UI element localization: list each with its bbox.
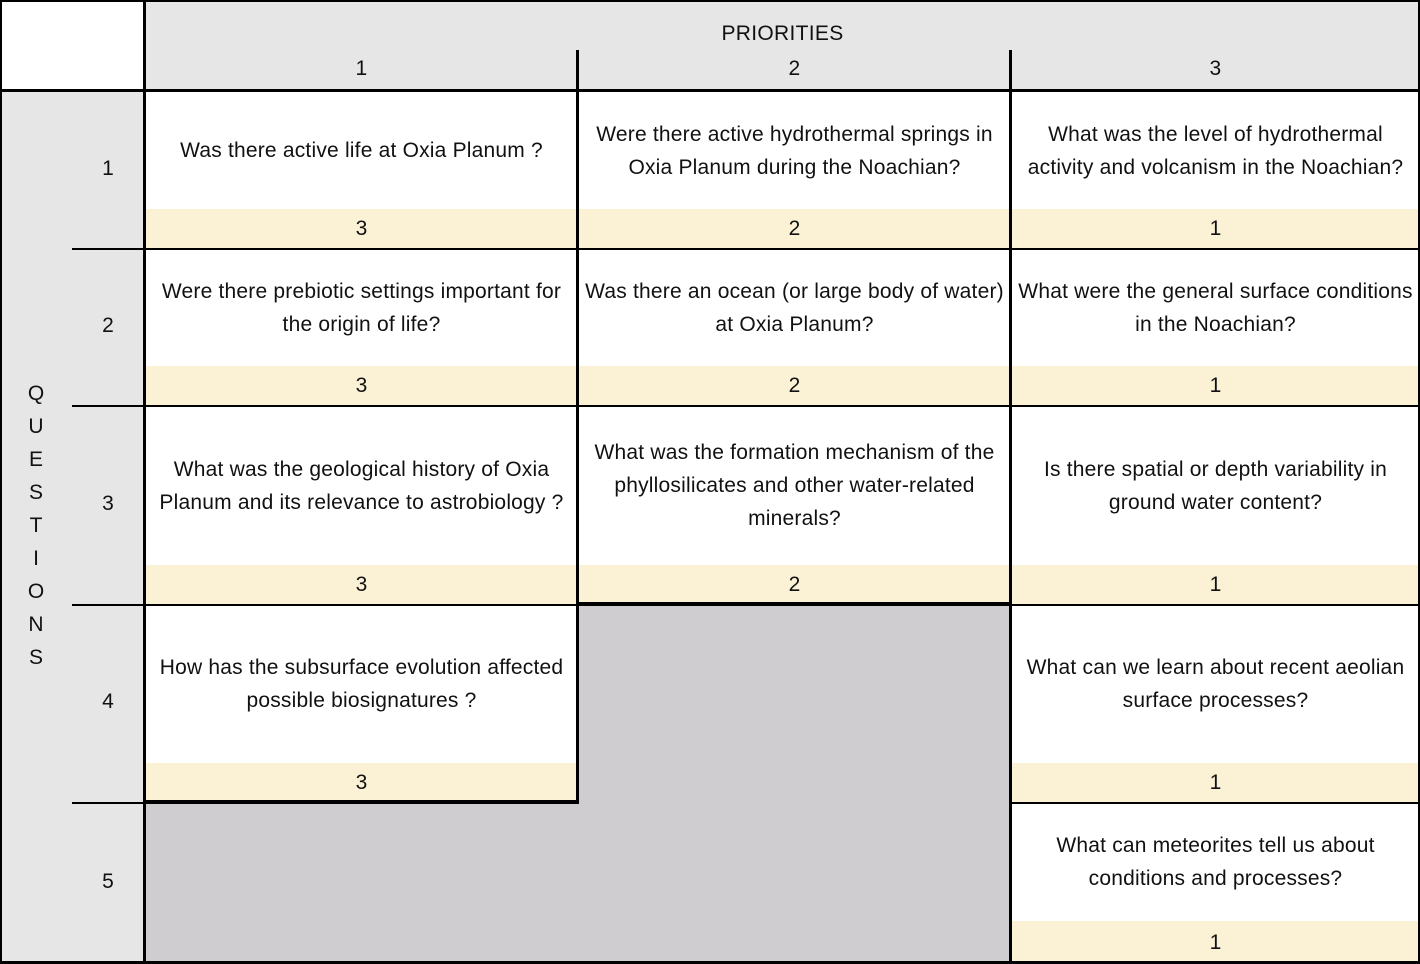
column-divider-2	[1009, 50, 1012, 964]
questions-letter: U	[28, 415, 44, 438]
score-value: 1	[1011, 366, 1420, 406]
question-cell-r2c1: Were there prebiotic settings important …	[145, 249, 578, 406]
question-row-5: 5	[102, 870, 114, 893]
question-text: Was there an ocean (or large body of wat…	[585, 279, 1004, 336]
column-divider-1	[576, 50, 579, 804]
questions-side-band	[0, 92, 145, 964]
score-value: 2	[578, 209, 1011, 249]
question-text: What was the level of hydrothermal activ…	[1027, 122, 1404, 179]
empty-cell-area	[578, 605, 1011, 964]
question-text: Was there active life at Oxia Planum ?	[180, 139, 543, 162]
priority-column-1: 1	[355, 57, 368, 80]
frame-line-bottom	[0, 961, 1420, 964]
priority-column-3: 3	[1209, 57, 1222, 80]
questions-letter: T	[29, 514, 43, 537]
questions-letter: S	[28, 481, 43, 504]
score-value: 3	[145, 763, 578, 803]
score-value: 1	[1011, 763, 1420, 803]
question-text: What can we learn about recent aeolian s…	[1026, 656, 1405, 712]
frame-line-left	[0, 0, 2, 964]
question-text: What was the formation mechanism of the …	[594, 441, 995, 530]
question-row-1: 1	[102, 157, 114, 180]
priority-column-2: 2	[788, 57, 801, 80]
question-cell-r1c2: Were there active hydrothermal springs i…	[578, 92, 1011, 249]
question-cell-r3c1: What was the geological history of Oxia …	[145, 406, 578, 605]
question-text: What was the geological history of Oxia …	[159, 457, 564, 514]
question-cell-r4c3: What can we learn about recent aeolian s…	[1011, 605, 1420, 803]
question-cell-r4c1: How has the subsurface evolution affecte…	[145, 605, 578, 803]
question-text: What can meteorites tell us about condit…	[1056, 834, 1375, 890]
question-row-3: 3	[102, 492, 114, 515]
priorities-header	[145, 0, 1420, 90]
row-divider-4-right	[1011, 802, 1420, 804]
questions-letter: I	[33, 547, 39, 570]
question-text: Were there prebiotic settings important …	[161, 279, 562, 336]
score-value: 1	[1011, 921, 1420, 964]
question-row-2: 2	[102, 314, 114, 337]
priorities-title: PRIORITIES	[721, 22, 844, 45]
row-divider-3-thick	[578, 602, 1011, 605]
frame-line-top	[0, 0, 1420, 2]
questions-vertical-label: Q U E S T I O N S	[0, 377, 72, 674]
header-bottom-divider	[0, 89, 1420, 92]
question-cell-r5c3: What can meteorites tell us about condit…	[1011, 803, 1420, 964]
question-cell-r2c3: What were the general surface conditions…	[1011, 249, 1420, 406]
questions-letter: S	[28, 646, 43, 669]
question-cell-r2c2: Was there an ocean (or large body of wat…	[578, 249, 1011, 406]
header-left-divider	[143, 0, 146, 964]
score-value: 1	[1011, 565, 1420, 605]
row-divider-3	[72, 604, 1420, 606]
question-text: Is there spatial or depth variability in…	[1043, 457, 1387, 514]
questions-letter: Q	[27, 382, 45, 405]
questions-letter: O	[27, 580, 45, 603]
score-value: 1	[1011, 209, 1420, 249]
question-cell-r3c3: Is there spatial or depth variability in…	[1011, 406, 1420, 605]
question-text: Were there active hydrothermal springs i…	[596, 122, 993, 179]
row-divider-4-thick	[145, 800, 578, 803]
row-divider-4	[72, 802, 578, 804]
questions-letter: E	[28, 448, 43, 471]
question-cell-r1c3: What was the level of hydrothermal activ…	[1011, 92, 1420, 249]
question-text: How has the subsurface evolution affecte…	[159, 656, 564, 712]
score-value: 3	[145, 565, 578, 605]
question-cell-r3c2: What was the formation mechanism of the …	[578, 406, 1011, 605]
question-text: What were the general surface conditions…	[1018, 279, 1413, 336]
frame-line-right	[1418, 0, 1420, 964]
questions-letter: N	[28, 613, 44, 636]
question-row-4: 4	[102, 690, 114, 713]
row-divider-1	[72, 248, 1420, 250]
score-value: 3	[145, 366, 578, 406]
score-value: 3	[145, 209, 578, 249]
row-divider-2	[72, 405, 1420, 407]
score-value: 2	[578, 366, 1011, 406]
question-cell-r1c1: Was there active life at Oxia Planum ? 3	[145, 92, 578, 249]
empty-cell-area	[145, 803, 578, 964]
score-value: 2	[578, 565, 1011, 605]
